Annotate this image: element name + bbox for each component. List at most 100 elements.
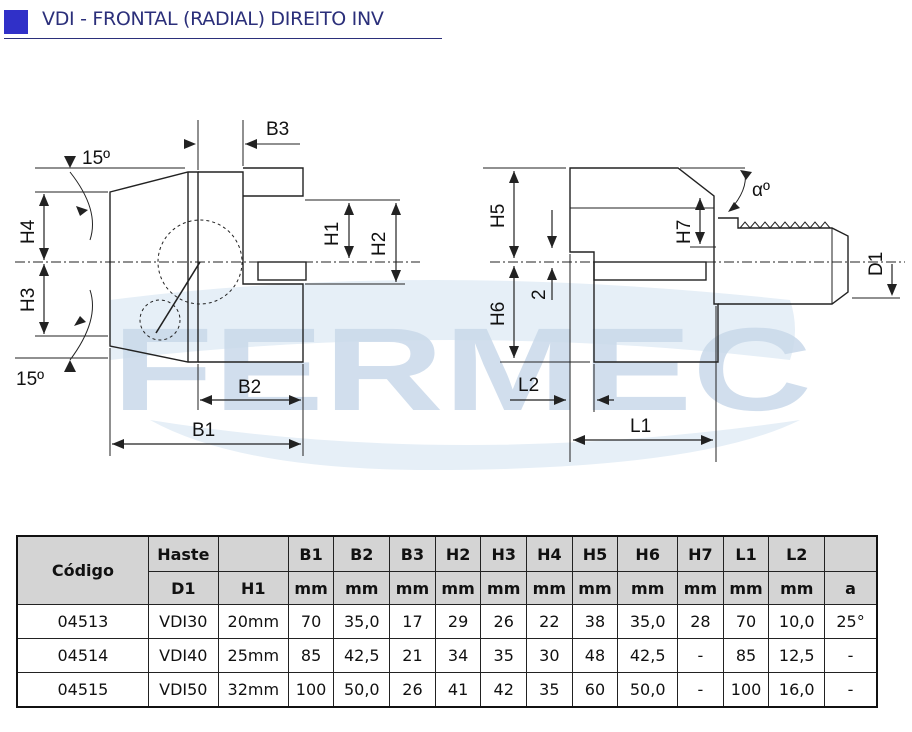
two-label: 2 xyxy=(529,289,550,300)
cell-l2: 16,0 xyxy=(768,672,826,708)
l1-label: L1 xyxy=(630,416,651,437)
cell-codigo: 04515 xyxy=(16,672,149,708)
alpha-label: αº xyxy=(752,180,770,201)
cell-h4: 35 xyxy=(526,672,573,708)
cell-b2: 42,5 xyxy=(333,638,391,673)
table-row: 04515 VDI50 32mm 100 50,0 26 41 42 35 60… xyxy=(16,672,878,708)
watermark-text: FERMEC xyxy=(112,304,812,436)
b3-label: B3 xyxy=(266,119,289,140)
cell-b2: 35,0 xyxy=(333,604,391,639)
cell-d1: VDI50 xyxy=(147,672,219,708)
cell-l1: 100 xyxy=(722,672,770,708)
unit-h5: mm xyxy=(571,571,619,605)
table-row: 04513 VDI30 20mm 70 35,0 17 29 26 22 38 … xyxy=(16,604,878,639)
col-header-codigo: Código xyxy=(16,535,149,605)
unit-b2: mm xyxy=(333,571,391,605)
h6-label: H6 xyxy=(488,302,509,326)
unit-h6: mm xyxy=(617,571,679,605)
col-header-blank xyxy=(217,535,289,572)
unit-h2: mm xyxy=(434,571,482,605)
technical-drawing: FERMEC xyxy=(15,119,905,470)
cell-b1: 100 xyxy=(287,672,335,708)
h2-label: H2 xyxy=(369,232,390,256)
col-header-h4: H4 xyxy=(526,535,573,572)
unit-a: a xyxy=(824,571,878,605)
page-title: VDI - FRONTAL (RADIAL) DIREITO INV xyxy=(42,8,384,30)
cell-h1: 32mm xyxy=(217,672,289,708)
col-header-l1: L1 xyxy=(722,535,770,572)
unit-h4: mm xyxy=(526,571,573,605)
col-header-b2: B2 xyxy=(333,535,391,572)
cell-h4: 22 xyxy=(526,604,573,639)
header-marker xyxy=(4,10,28,34)
cell-h2: 41 xyxy=(434,672,482,708)
cell-h3: 26 xyxy=(480,604,528,639)
unit-l1: mm xyxy=(722,571,770,605)
cell-b2: 50,0 xyxy=(333,672,391,708)
h4-label: H4 xyxy=(18,219,39,244)
table-row: 04514 VDI40 25mm 85 42,5 21 34 35 30 48 … xyxy=(16,638,878,673)
unit-b3: mm xyxy=(389,571,436,605)
col-header-h5: H5 xyxy=(571,535,619,572)
table-units-row: D1 H1 mm mm mm mm mm mm mm mm mm mm mm a xyxy=(17,571,878,605)
col-header-l2: L2 xyxy=(768,535,826,572)
col-header-h7: H7 xyxy=(677,535,724,572)
cell-a: - xyxy=(824,638,878,673)
cell-b3: 21 xyxy=(389,638,436,673)
unit-h1: H1 xyxy=(217,571,289,605)
cell-d1: VDI40 xyxy=(147,638,219,673)
h1-label: H1 xyxy=(322,222,343,246)
unit-b1: mm xyxy=(287,571,335,605)
cell-b1: 85 xyxy=(287,638,335,673)
cell-h7: - xyxy=(677,672,724,708)
cell-h2: 29 xyxy=(434,604,482,639)
cell-l2: 12,5 xyxy=(768,638,826,673)
cell-h7: 28 xyxy=(677,604,724,639)
cell-h7: - xyxy=(677,638,724,673)
unit-h3: mm xyxy=(480,571,528,605)
b1-label: B1 xyxy=(192,420,215,441)
cell-l1: 85 xyxy=(722,638,770,673)
h3-label: H3 xyxy=(18,288,39,312)
cell-codigo: 04513 xyxy=(16,604,149,639)
cell-h4: 30 xyxy=(526,638,573,673)
d1-label: D1 xyxy=(866,252,887,276)
cell-a: 25° xyxy=(824,604,878,639)
cell-a: - xyxy=(824,672,878,708)
l2-label: L2 xyxy=(518,375,539,396)
angle-bottom-label: 15º xyxy=(16,369,44,390)
cell-h6: 35,0 xyxy=(617,604,679,639)
dimensions-table: Código Haste B1 B2 B3 H2 H3 H4 H5 H6 H7 … xyxy=(16,535,878,708)
unit-d1: D1 xyxy=(147,571,219,605)
cell-l1: 70 xyxy=(722,604,770,639)
col-header-a-top xyxy=(824,535,878,572)
unit-l2: mm xyxy=(768,571,826,605)
cell-h5: 38 xyxy=(571,604,619,639)
cell-codigo: 04514 xyxy=(16,638,149,673)
cell-b3: 26 xyxy=(389,672,436,708)
table-header-row: Código Haste B1 B2 B3 H2 H3 H4 H5 H6 H7 … xyxy=(16,535,878,605)
cell-h5: 48 xyxy=(571,638,619,673)
cell-h1: 25mm xyxy=(217,638,289,673)
col-header-h3: H3 xyxy=(480,535,528,572)
col-header-haste: Haste xyxy=(147,535,219,572)
col-header-b3: B3 xyxy=(389,535,436,572)
watermark: FERMEC xyxy=(110,280,812,470)
angle-top-label: 15º xyxy=(82,148,110,169)
cell-d1: VDI30 xyxy=(147,604,219,639)
cell-h6: 42,5 xyxy=(617,638,679,673)
h5-label: H5 xyxy=(488,204,509,228)
cell-h6: 50,0 xyxy=(617,672,679,708)
page-header: VDI - FRONTAL (RADIAL) DIREITO INV xyxy=(4,6,442,39)
unit-h7: mm xyxy=(677,571,724,605)
cell-h5: 60 xyxy=(571,672,619,708)
col-header-h2: H2 xyxy=(434,535,482,572)
cell-h2: 34 xyxy=(434,638,482,673)
col-header-h6: H6 xyxy=(617,535,679,572)
cell-b1: 70 xyxy=(287,604,335,639)
col-header-b1: B1 xyxy=(287,535,335,572)
cell-h1: 20mm xyxy=(217,604,289,639)
cell-b3: 17 xyxy=(389,604,436,639)
cell-l2: 10,0 xyxy=(768,604,826,639)
cell-h3: 42 xyxy=(480,672,528,708)
